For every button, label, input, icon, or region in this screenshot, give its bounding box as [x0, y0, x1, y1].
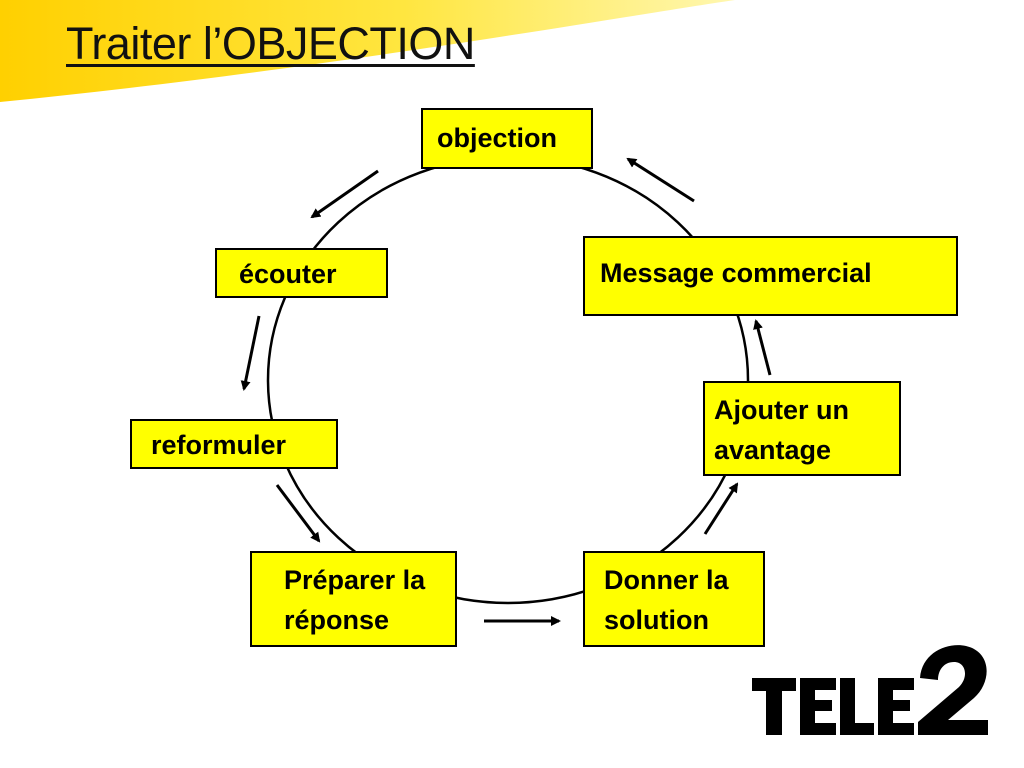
- arrow-ecouter-to-reformuler: [240, 315, 261, 391]
- step-objection-label: objection: [437, 123, 557, 153]
- step-message-label: Message commercial: [600, 258, 872, 288]
- title-banner: [0, 0, 735, 102]
- step-donner-line-1: Donner la: [604, 565, 729, 595]
- step-ajouter-line-1: Ajouter un: [714, 395, 849, 425]
- step-preparer-line-2: réponse: [284, 605, 390, 635]
- step-ajouter-avantage: Ajouter un avantage: [703, 381, 901, 476]
- step-preparer-line-1: Préparer la: [284, 565, 426, 595]
- arrow-objection-to-ecouter: [310, 169, 379, 219]
- step-ecouter: écouter: [215, 248, 388, 298]
- step-reformuler-label: reformuler: [151, 430, 287, 460]
- step-message-commercial: Message commercial: [583, 236, 958, 316]
- tele2-logo: [752, 645, 988, 735]
- arrow-ajouter-to-message: [753, 319, 772, 376]
- step-donner-solution: Donner la solution: [583, 551, 765, 647]
- step-reformuler: reformuler: [130, 419, 338, 469]
- arrow-message-to-objection: [626, 157, 695, 203]
- arrow-reformuler-to-preparer: [275, 484, 321, 543]
- cycle-ring: [266, 155, 750, 605]
- step-ajouter-line-2: avantage: [714, 435, 832, 465]
- step-preparer-reponse: Préparer la réponse: [250, 551, 457, 647]
- step-objection: objection: [421, 108, 593, 169]
- step-donner-line-2: solution: [604, 605, 709, 635]
- arrow-donner-to-ajouter: [703, 482, 739, 535]
- step-ecouter-label: écouter: [239, 259, 337, 289]
- slide-title: Traiter l’OBJECTION: [66, 18, 475, 69]
